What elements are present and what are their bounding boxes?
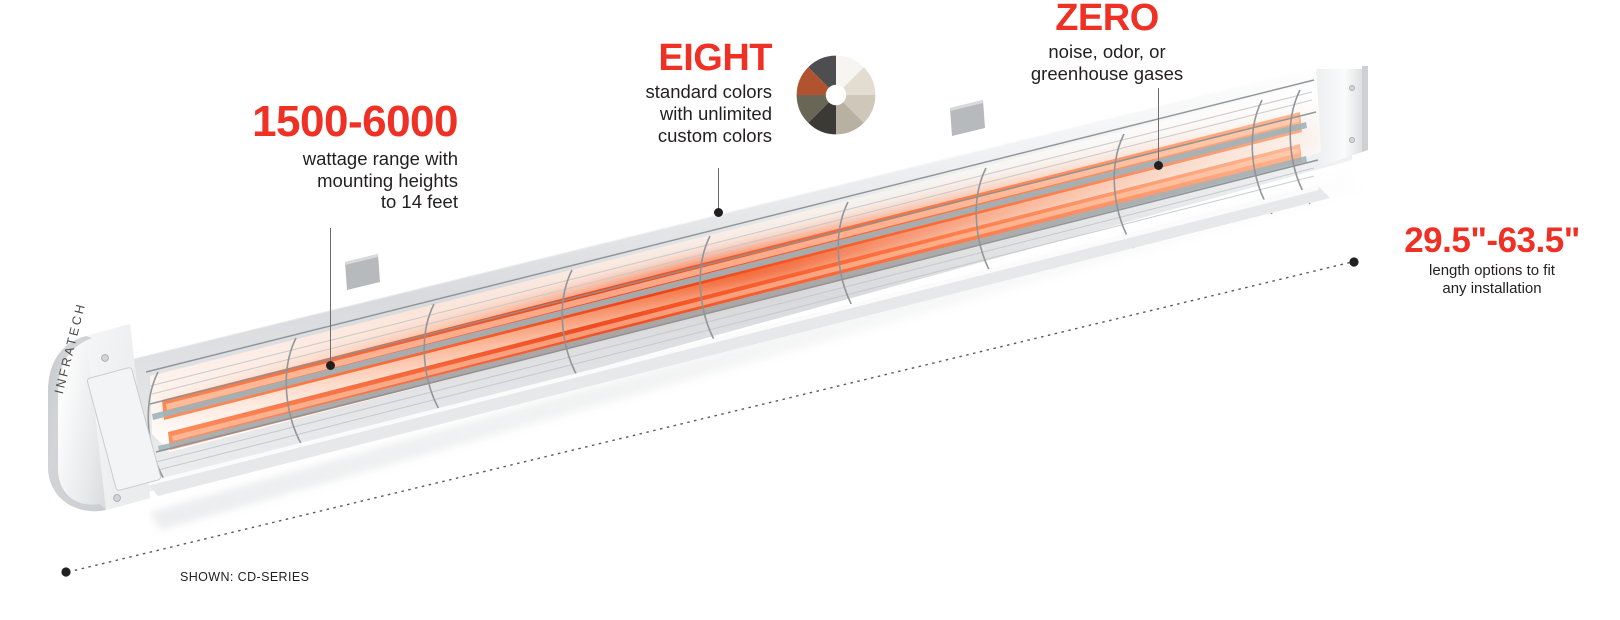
callout-emissions-description: noise, odor, or greenhouse gases	[1030, 41, 1184, 84]
wheel-slice-copper	[796, 67, 836, 95]
wheel-hub	[825, 84, 847, 106]
wheel-slice-black	[808, 95, 836, 135]
callout-length-headline: 29.5"-63.5"	[1404, 221, 1580, 260]
callout-wattage-description: wattage range with mounting heights to 1…	[302, 148, 458, 213]
wheel-slice-bronze	[836, 95, 864, 135]
callout-emissions-headline: ZERO	[1055, 0, 1159, 39]
leader-line-emissions	[1158, 88, 1159, 166]
wheel-slice-beige	[836, 67, 876, 95]
wheel-slices	[796, 55, 876, 135]
callout-colors-description: standard colors with unlimited custom co…	[645, 81, 772, 146]
product-caption: SHOWN: CD-SERIES	[180, 570, 310, 584]
wheel-slice-olive-grey	[796, 95, 836, 123]
color-wheel-swatch	[795, 54, 877, 136]
leader-dot-emissions	[1154, 161, 1163, 170]
callout-colors: EIGHT standard colors with unlimited cus…	[612, 37, 773, 146]
wheel-slice-almond	[836, 95, 876, 123]
leader-dot-wattage	[326, 361, 335, 370]
color-wheel-segments	[796, 55, 876, 135]
leader-line-colors	[718, 168, 719, 213]
wheel-slice-white	[836, 55, 864, 95]
callout-emissions: ZERO noise, odor, or greenhouse gases	[1000, 0, 1214, 85]
callout-wattage: 1500-6000 wattage range with mounting he…	[198, 97, 458, 213]
wheel-slice-charcoal	[808, 55, 836, 95]
callout-colors-headline: EIGHT	[658, 37, 772, 79]
leader-dot-colors	[714, 208, 723, 217]
callout-wattage-headline: 1500-6000	[252, 97, 458, 146]
callout-length: 29.5"-63.5" length options to fit any in…	[1368, 221, 1616, 297]
leader-line-wattage	[330, 228, 331, 366]
callout-length-description: length options to fit any installation	[1429, 262, 1555, 297]
right-end-cap	[1316, 64, 1368, 166]
